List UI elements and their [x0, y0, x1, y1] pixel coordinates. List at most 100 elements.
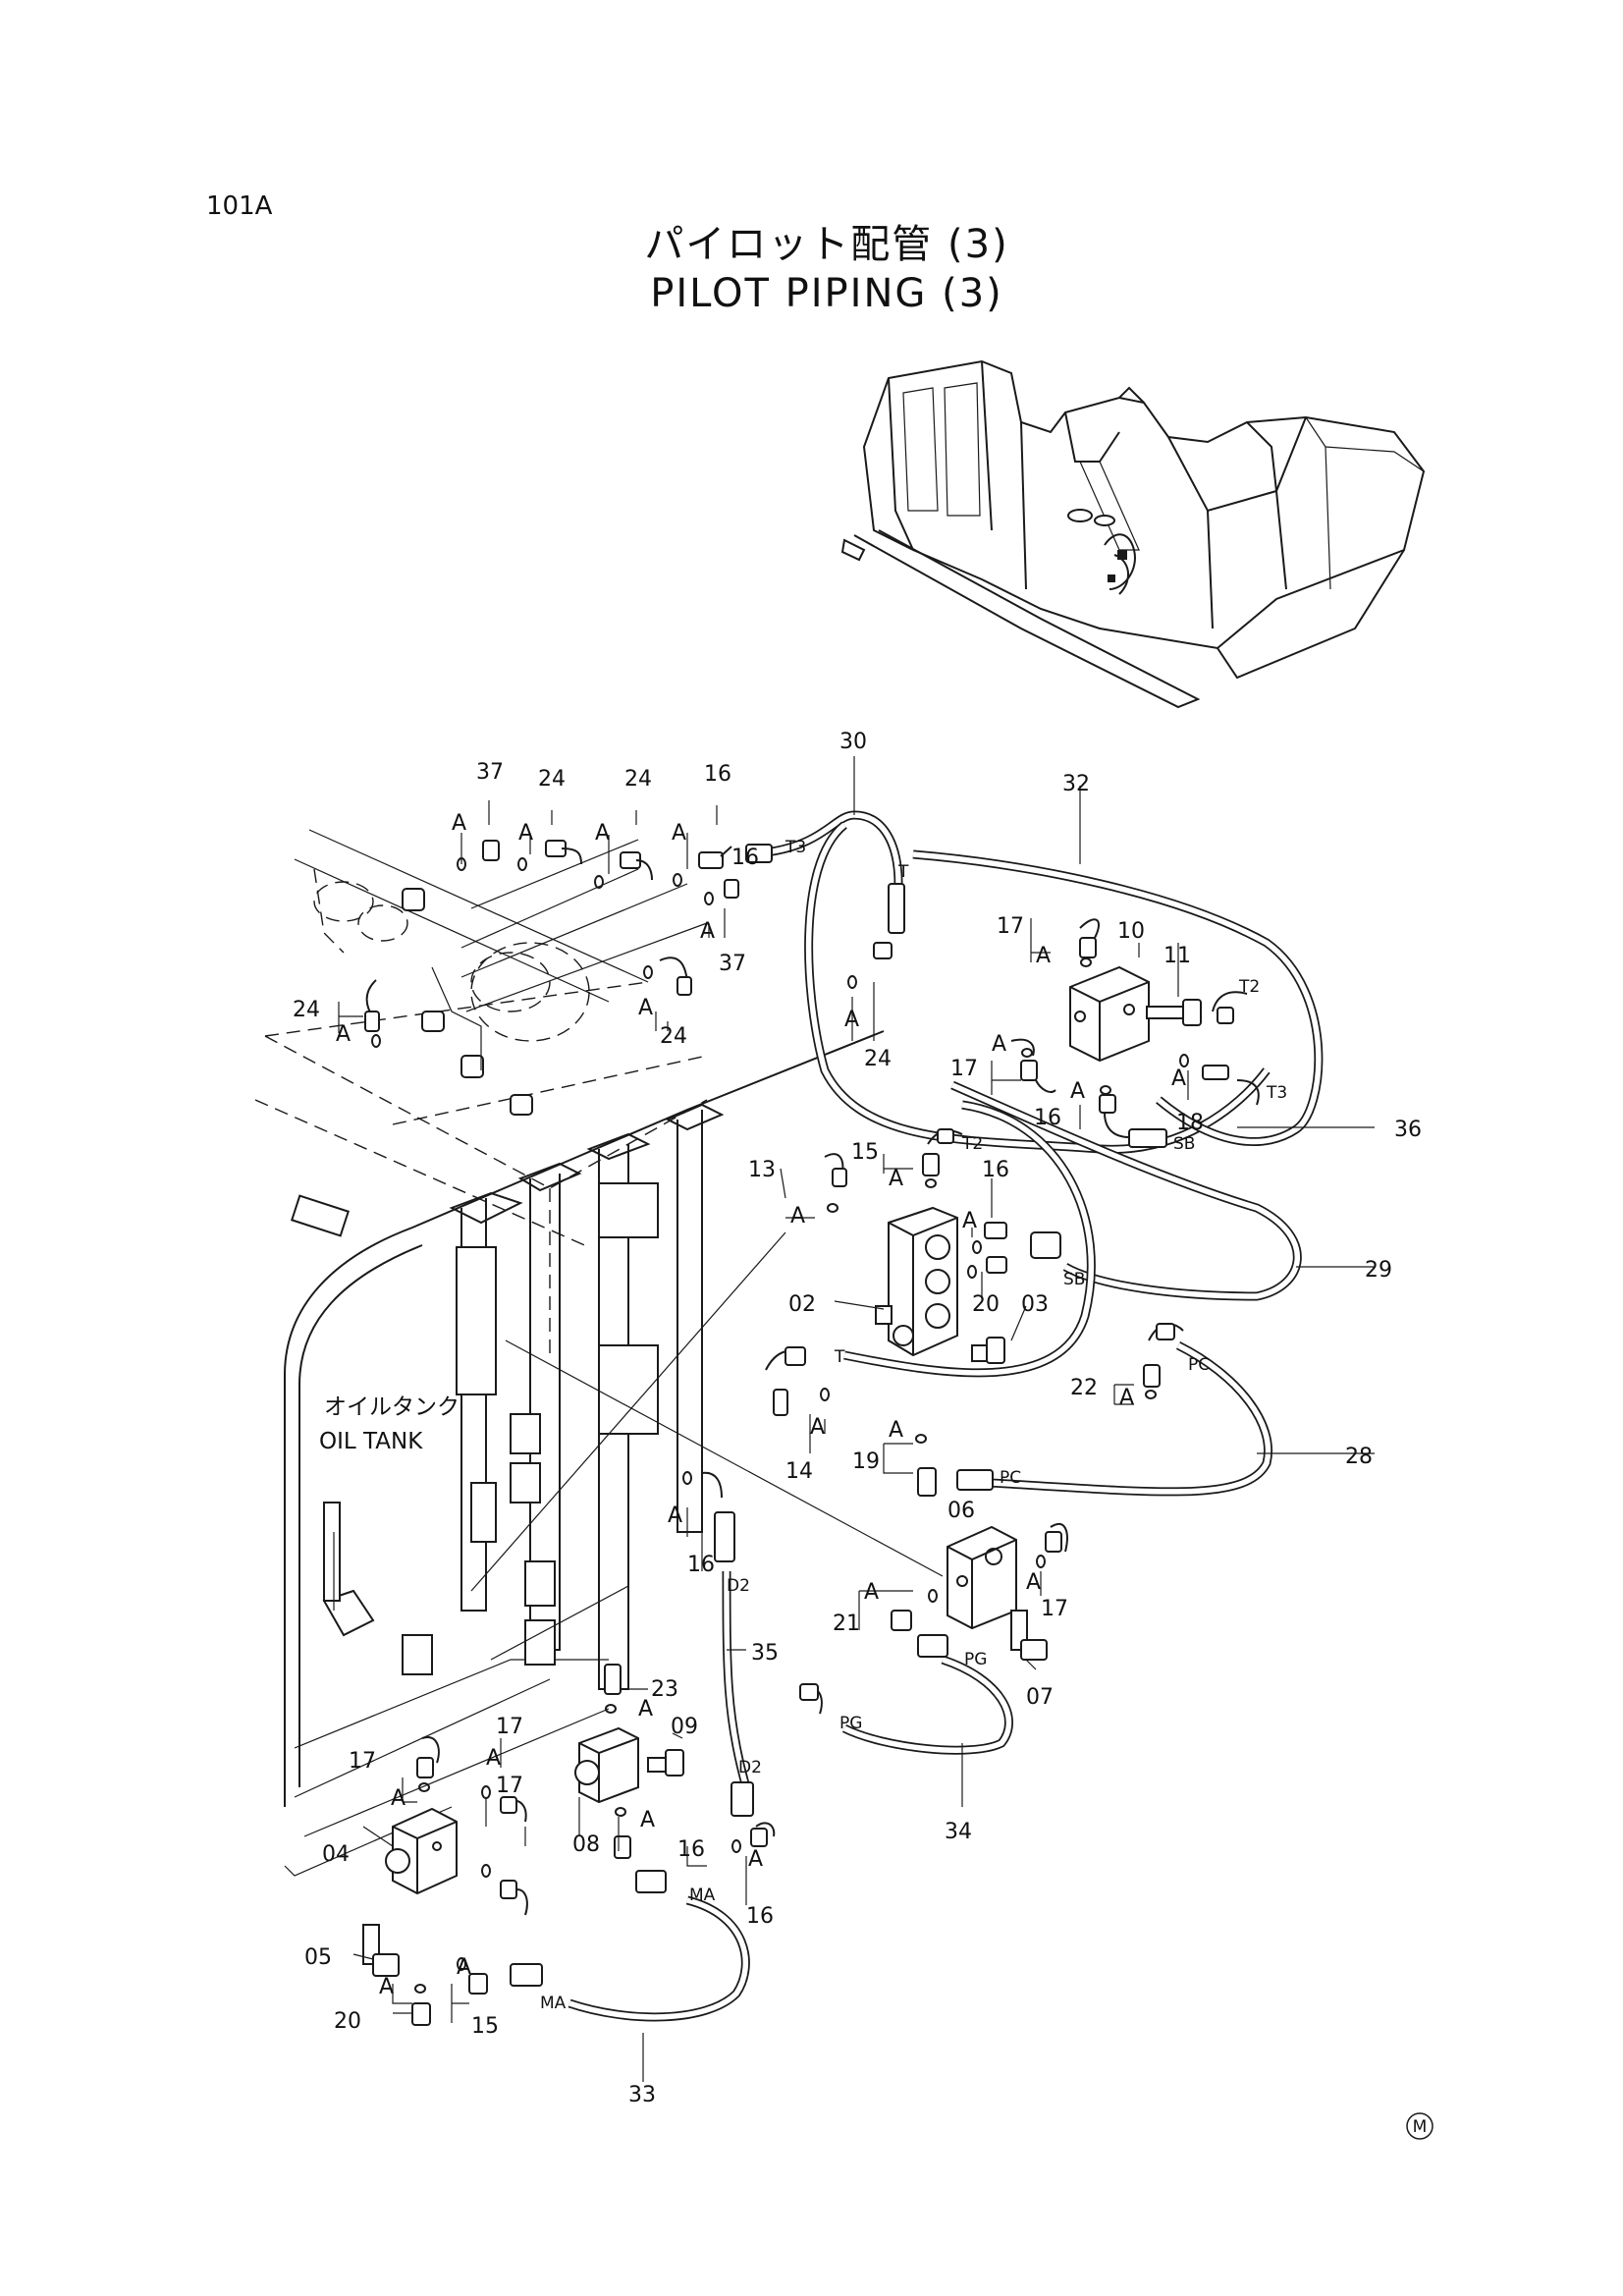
callout-05: 05	[304, 1945, 332, 1970]
port-label-sb: SB	[1173, 1134, 1195, 1154]
callout-22: 22	[1070, 1376, 1098, 1400]
callout-30: 30	[839, 730, 867, 754]
callout-02: 02	[788, 1292, 816, 1317]
port-label-t: T	[834, 1347, 845, 1367]
a-mark: A	[638, 996, 653, 1020]
a-mark: A	[1119, 1386, 1134, 1410]
valve-block-08	[574, 1726, 639, 1804]
port-label-sb: SB	[1063, 1270, 1085, 1289]
callout-16: 16	[704, 762, 731, 787]
valve-block-10	[1069, 965, 1150, 1063]
a-mark: A	[790, 1204, 805, 1229]
a-mark: A	[336, 1022, 351, 1047]
a-mark: A	[844, 1008, 859, 1032]
callout-15: 15	[851, 1140, 879, 1165]
a-mark: A	[457, 1955, 471, 1980]
valve-block-04	[385, 1807, 458, 1895]
port-label-t3: T3	[784, 838, 806, 857]
callout-11: 11	[1163, 944, 1191, 968]
fittings	[362, 840, 1260, 2026]
port-label-ma: MA	[689, 1886, 716, 1905]
callout-17: 17	[349, 1749, 376, 1774]
callout-24: 24	[293, 998, 320, 1022]
callout-17: 17	[997, 914, 1024, 939]
port-label-ma: MA	[540, 1994, 567, 2013]
callout-04: 04	[322, 1842, 350, 1867]
a-mark: A	[1036, 944, 1051, 968]
callout-28: 28	[1345, 1445, 1373, 1469]
callout-20: 20	[334, 2009, 361, 2034]
callout-17: 17	[1041, 1597, 1068, 1621]
footer-mark: M	[1413, 2117, 1428, 2137]
oil-tank-label-japanese: オイルタンク	[324, 1394, 460, 1420]
callout-32: 32	[1062, 772, 1090, 796]
hose-33	[568, 1895, 750, 2022]
a-mark: A	[962, 1209, 977, 1233]
title-japanese: パイロット配管 (3)	[644, 222, 1008, 267]
a-mark: A	[1070, 1079, 1085, 1104]
port-label-t2: T2	[1238, 977, 1260, 997]
a-mark: A	[452, 811, 466, 836]
port-label-pc: PC	[1000, 1468, 1021, 1488]
callout-16: 16	[677, 1837, 705, 1862]
callout-16: 16	[1034, 1106, 1061, 1130]
callout-21: 21	[833, 1612, 860, 1636]
callout-17: 17	[496, 1774, 523, 1798]
callout-19: 19	[852, 1449, 880, 1474]
callout-24: 24	[538, 767, 566, 792]
callout-16: 16	[746, 1904, 774, 1929]
a-mark: A	[391, 1786, 406, 1811]
callout-17: 17	[496, 1715, 523, 1739]
callout-07: 07	[1026, 1685, 1054, 1710]
a-mark: A	[668, 1503, 682, 1528]
callout-03: 03	[1021, 1292, 1049, 1317]
port-label-pg: PG	[839, 1714, 862, 1733]
hose-28	[991, 1340, 1272, 1497]
port-label-d2: D2	[738, 1758, 762, 1777]
callout-23: 23	[651, 1677, 678, 1702]
a-mark: A	[810, 1415, 825, 1440]
a-mark: A	[889, 1167, 903, 1191]
manufacturer-mark-icon: M	[1406, 2112, 1434, 2140]
valve-block-06	[947, 1525, 1017, 1630]
oil-tank-label-english: OIL TANK	[319, 1429, 423, 1454]
port-label-d2: D2	[727, 1576, 750, 1596]
a-mark: A	[486, 1746, 501, 1771]
a-mark: A	[864, 1580, 879, 1605]
callout-35: 35	[751, 1641, 779, 1666]
page-code: 101A	[206, 191, 273, 221]
a-marks: A A A A A A A A A A A A A A A A A A A A …	[336, 811, 1186, 1999]
port-label-t: T	[897, 862, 909, 882]
callout-16: 16	[982, 1158, 1009, 1182]
callout-37: 37	[719, 952, 746, 976]
a-mark: A	[640, 1808, 655, 1832]
callout-10: 10	[1117, 919, 1145, 944]
callout-15: 15	[471, 2014, 499, 2039]
callout-16: 16	[687, 1553, 715, 1577]
callout-06: 06	[947, 1499, 975, 1523]
callout-09: 09	[671, 1715, 698, 1739]
port-label-pc: PC	[1188, 1355, 1210, 1375]
a-mark: A	[379, 1975, 394, 1999]
callout-13: 13	[748, 1158, 776, 1182]
a-mark: A	[595, 821, 610, 846]
a-mark: A	[889, 1418, 903, 1443]
a-mark: A	[672, 821, 686, 846]
port-label-t3: T3	[1266, 1083, 1287, 1103]
a-mark: A	[638, 1697, 653, 1722]
callout-34: 34	[945, 1820, 972, 1844]
callout-24: 24	[660, 1024, 687, 1049]
callout-17: 17	[950, 1057, 978, 1081]
hose-34	[841, 1655, 1013, 1755]
upper-manifold	[264, 829, 708, 1116]
hose-35	[722, 1570, 751, 1789]
port-labels: T3 T T2 T3 T2 SB SB T PC PC D2 D2 PG PG …	[540, 838, 1287, 2013]
callout-36: 36	[1394, 1118, 1422, 1142]
callout-18: 18	[1176, 1111, 1204, 1135]
callout-numbers: 37 24 24 16 30 32 17 10 11 37 24 24 17 1…	[293, 730, 1422, 2107]
a-mark: A	[1171, 1066, 1186, 1091]
hose-32	[912, 849, 1324, 1146]
hose-29	[843, 1080, 1302, 1378]
a-mark: A	[700, 919, 715, 944]
